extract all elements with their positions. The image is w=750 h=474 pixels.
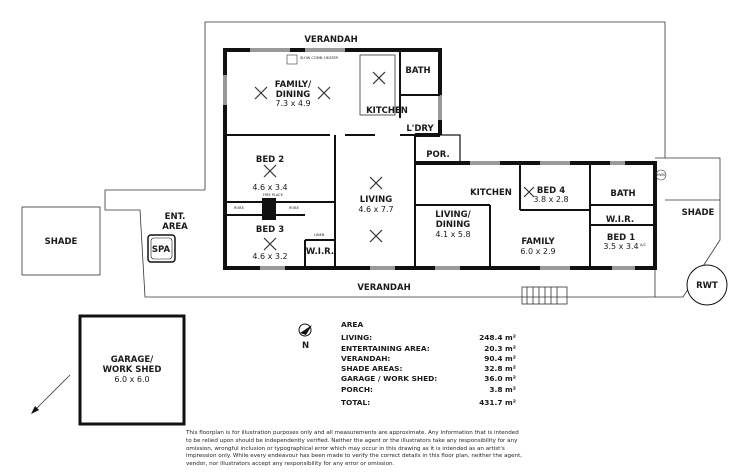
fireplace-label: FIRE PLACE (263, 193, 283, 197)
garage (78, 314, 186, 426)
family-dining-label-2: DINING (276, 90, 311, 100)
compass-n: N (302, 341, 309, 351)
hws-label: HWS (657, 173, 666, 177)
ac-label: A/C (640, 243, 647, 247)
bed2-label: BED 2 (256, 155, 284, 165)
area-label: PORCH: (341, 384, 373, 394)
shade-left-label: SHADE (45, 237, 78, 247)
bed3-dims: 4.6 x 3.2 (252, 252, 287, 261)
north-arrow-icon (298, 323, 312, 337)
living-dining-dims: 4.1 x 5.8 (435, 230, 470, 239)
area-value: 36.0 m² (484, 374, 516, 384)
living-label: LIVING (360, 195, 392, 205)
area-total-row: TOTAL: 431.7 m² (341, 398, 516, 408)
porch-label: POR. (426, 150, 449, 160)
area-value: 32.8 m² (484, 364, 516, 374)
family-dining-label: FAMILY/ (275, 80, 312, 90)
area-row: VERANDAH: 90.4 m² (341, 354, 516, 364)
verandah-outline (204, 21, 666, 190)
bath-east-label: BATH (610, 189, 635, 199)
area-label: GARAGE / WORK SHED: (341, 374, 438, 384)
area-value: 3.8 m² (489, 384, 516, 394)
north-pointer (300, 325, 312, 335)
robe-label: ROBE (234, 206, 244, 210)
area-title: AREA (341, 320, 364, 329)
arrow-line (32, 374, 71, 413)
area-value: 20.3 m² (484, 343, 516, 353)
family-dining-dims: 7.3 x 4.9 (275, 99, 310, 108)
area-row: ENTERTAINING AREA: 20.3 m² (341, 344, 516, 354)
ceiling-fan-icons (254, 71, 535, 251)
rwt-label: RWT (696, 281, 718, 291)
bed1-dims: 3.5 x 3.4 (603, 242, 638, 251)
living-dims: 4.6 x 7.7 (358, 205, 393, 214)
area-table: AREA LIVING: 248.4 m² ENTERTAINING AREA: 2… (341, 320, 516, 408)
heater-label: SLOW COMB. HEATER (300, 56, 339, 60)
family-label: FAMILY (521, 237, 555, 247)
disclaimer: This floorplan is for illustration purpo… (186, 430, 523, 468)
steps (521, 286, 568, 305)
spa-inner (150, 237, 173, 260)
garage-label-2: WORK SHED (103, 365, 162, 375)
area-value: 248.4 m² (479, 333, 516, 343)
verandah-top-label: VERANDAH (304, 35, 357, 45)
area-label: VERANDAH: (341, 353, 391, 363)
rwt-tank (686, 264, 728, 306)
bed1-label: BED 1 (607, 233, 635, 243)
shade-left (21, 206, 101, 276)
bed3-label: BED 3 (256, 225, 284, 235)
living-dining-label: LIVING/ (435, 210, 471, 220)
garage-dims: 6.0 x 6.0 (114, 375, 149, 384)
spa (147, 234, 176, 263)
living-dining-label-2: DINING (436, 220, 471, 230)
hws-icon (655, 169, 667, 181)
laundry-label: L'DRY (406, 124, 434, 134)
bath-main-label: BATH (405, 66, 430, 76)
area-row: PORCH: 3.8 m² (341, 385, 516, 395)
ent-area-label: ENT. (165, 212, 186, 222)
shade-right (655, 157, 721, 298)
verandah-bottom-label: VERANDAH (357, 283, 410, 293)
area-label: LIVING: (341, 333, 373, 343)
kitchen-bench (359, 54, 396, 116)
area-label: SHADE AREAS: (341, 364, 403, 374)
ent-area-label-2: AREA (162, 222, 188, 232)
arrow-head-icon (31, 406, 39, 414)
area-total-label: TOTAL: (341, 398, 371, 408)
area-total-value: 431.7 m² (479, 398, 516, 408)
fireplace-block (262, 198, 276, 220)
family-dims: 6.0 x 2.9 (520, 247, 555, 256)
spa-label: SPA (152, 245, 171, 255)
area-label: ENTERTAINING AREA: (341, 343, 430, 353)
porch (414, 134, 461, 164)
bed2-dims: 4.6 x 3.4 (252, 183, 287, 192)
kitchen-main-label: KITCHEN (366, 106, 408, 116)
linen-label: LINEN (314, 233, 325, 237)
garage-label: GARAGE/ (111, 355, 154, 365)
robe-label-2: ROBE (289, 206, 299, 210)
area-value: 90.4 m² (484, 353, 516, 363)
bed4-dims: 3.8 x 2.8 (533, 195, 568, 204)
bed4-label: BED 4 (537, 186, 565, 196)
shade-right-label: SHADE (682, 208, 715, 218)
exterior-walls (223, 48, 657, 270)
area-row: LIVING: 248.4 m² (341, 333, 516, 343)
area-row: SHADE AREAS: 32.8 m² (341, 364, 516, 374)
heater-box (286, 54, 298, 65)
kitchen-east-label: KITCHEN (470, 188, 512, 198)
wir-left-label: W.I.R. (306, 247, 334, 257)
wir-east-label: W.I.R. (606, 215, 634, 225)
windows (223, 48, 635, 270)
area-row: GARAGE / WORK SHED: 36.0 m² (341, 374, 516, 384)
